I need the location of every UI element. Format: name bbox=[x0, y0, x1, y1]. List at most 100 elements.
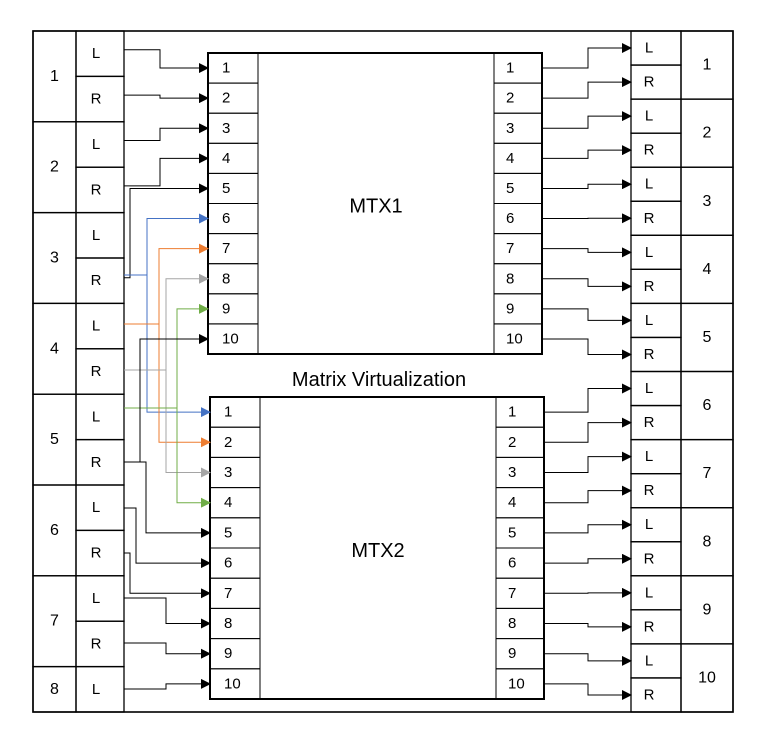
matrix-output-port-cell bbox=[494, 83, 542, 113]
input-channel-label: R bbox=[91, 545, 102, 562]
wire-mtx-to-out bbox=[542, 150, 631, 158]
input-channel-label: R bbox=[91, 363, 102, 380]
output-channel-cell bbox=[631, 31, 681, 65]
wire-mtx-to-out bbox=[544, 654, 631, 661]
matrix-output-port-label: 9 bbox=[508, 645, 516, 662]
input-group: 3LR bbox=[33, 213, 124, 304]
input-channel-label: L bbox=[92, 136, 100, 153]
output-channel-label: R bbox=[644, 346, 655, 363]
wire-in-to-mtx1 bbox=[124, 50, 208, 68]
wire-mtx-to-out bbox=[544, 624, 631, 627]
diagram-title: Matrix Virtualization bbox=[292, 369, 466, 391]
matrix-input-port-label: 2 bbox=[224, 434, 232, 451]
output-channel-label: R bbox=[644, 550, 655, 567]
input-channel-label: L bbox=[92, 408, 100, 425]
matrix-output-port-cell bbox=[494, 294, 542, 324]
matrix-output-port-label: 1 bbox=[506, 60, 514, 77]
input-number: 3 bbox=[50, 250, 59, 267]
wire-split-to-mtx2 bbox=[166, 370, 210, 473]
input-group: 6LR bbox=[33, 485, 124, 576]
matrix-output-port-label: 4 bbox=[508, 494, 516, 511]
matrix-output-port-label: 8 bbox=[508, 615, 516, 632]
matrix-input-port-label: 8 bbox=[222, 270, 230, 287]
wire-in-to-mtx2 bbox=[124, 508, 210, 563]
wire-in-to-mtx2 bbox=[124, 684, 210, 689]
output-number: 8 bbox=[703, 533, 712, 550]
wire-mtx-to-out bbox=[542, 184, 631, 188]
output-channel-cell bbox=[631, 610, 681, 644]
input-channel-label: L bbox=[92, 681, 100, 698]
wire-split-to-mtx1 bbox=[166, 279, 208, 370]
wire-mtx-to-out bbox=[542, 82, 631, 98]
matrix-input-port-label: 1 bbox=[222, 60, 230, 77]
output-channel-cell bbox=[631, 99, 681, 133]
output-channel-label: L bbox=[645, 380, 653, 397]
matrix-input-port-label: 4 bbox=[222, 150, 230, 167]
output-channel-cell bbox=[631, 65, 681, 99]
wire-mtx-to-out bbox=[544, 525, 631, 533]
output-group: 6LR bbox=[631, 372, 733, 440]
output-group: 1 LR bbox=[631, 31, 733, 99]
matrix-input-port-cell bbox=[208, 204, 258, 234]
input-channel-label: R bbox=[91, 91, 102, 108]
input-number: 2 bbox=[50, 159, 59, 176]
input-group: 2 L R bbox=[33, 122, 124, 213]
wire-mtx-to-out bbox=[542, 48, 631, 68]
matrix-input-port-label: 10 bbox=[224, 675, 241, 692]
output-channel-cell bbox=[631, 542, 681, 576]
input-number: 6 bbox=[50, 522, 59, 539]
matrix-output-port-cell bbox=[494, 173, 542, 203]
output-group: 8LR bbox=[631, 508, 733, 576]
matrix-input-port-cell bbox=[208, 234, 258, 264]
wire-mtx-to-out bbox=[544, 389, 631, 413]
output-channel-cell bbox=[631, 474, 681, 508]
matrix-input-port-label: 4 bbox=[224, 494, 232, 511]
wire-mtx-to-out bbox=[544, 423, 631, 443]
input-group: 1LR bbox=[33, 31, 124, 122]
matrix-output-port-label: 10 bbox=[508, 675, 525, 692]
output-channel-cell bbox=[631, 269, 681, 303]
input-number: 4 bbox=[50, 340, 59, 357]
matrix-input-port-cell bbox=[208, 53, 258, 83]
matrix-input-port-cell bbox=[210, 457, 260, 487]
input-number: 1 bbox=[50, 68, 59, 85]
output-channel-label: L bbox=[645, 652, 653, 669]
matrix-input-port-label: 6 bbox=[224, 555, 232, 572]
output-number: 1 bbox=[703, 57, 712, 74]
output-channel-label: L bbox=[645, 584, 653, 601]
output-channel-cell bbox=[631, 644, 681, 678]
matrix-output-port-cell bbox=[496, 578, 544, 608]
output-channel-label: L bbox=[645, 108, 653, 125]
matrix-output-port-label: 10 bbox=[506, 330, 523, 347]
matrix-output-port-cell bbox=[496, 457, 544, 487]
matrix-input-port-label: 5 bbox=[222, 180, 230, 197]
wire-split-to-mtx1 bbox=[147, 219, 208, 275]
matrix-output-port-cell bbox=[494, 53, 542, 83]
input-group: 5LR bbox=[33, 394, 124, 485]
output-channel-cell bbox=[631, 440, 681, 474]
output-number: 3 bbox=[703, 193, 712, 210]
output-channel-label: L bbox=[645, 40, 653, 57]
input-channel-label: R bbox=[91, 181, 102, 198]
output-number: 6 bbox=[703, 397, 712, 414]
output-group: 5LR bbox=[631, 303, 733, 371]
wire-split-to-mtx2 bbox=[177, 408, 210, 503]
output-number: 2 bbox=[703, 125, 712, 142]
output-number: 5 bbox=[703, 329, 712, 346]
output-channel-label: R bbox=[644, 74, 655, 91]
wire-mtx-to-out bbox=[544, 457, 631, 473]
wire-mtx-to-out bbox=[542, 116, 631, 128]
output-group: 2LR bbox=[631, 99, 733, 167]
matrix-input-port-label: 2 bbox=[222, 90, 230, 107]
matrix-output-port-label: 5 bbox=[506, 180, 514, 197]
output-channel-label: R bbox=[644, 618, 655, 635]
output-channel-cell bbox=[631, 678, 681, 712]
output-channel-label: R bbox=[644, 210, 655, 227]
output-channel-cell bbox=[631, 508, 681, 542]
matrix-output-port-cell bbox=[496, 488, 544, 518]
output-channel-cell bbox=[631, 576, 681, 610]
matrix-input-port-cell bbox=[208, 83, 258, 113]
output-channel-cell bbox=[631, 167, 681, 201]
